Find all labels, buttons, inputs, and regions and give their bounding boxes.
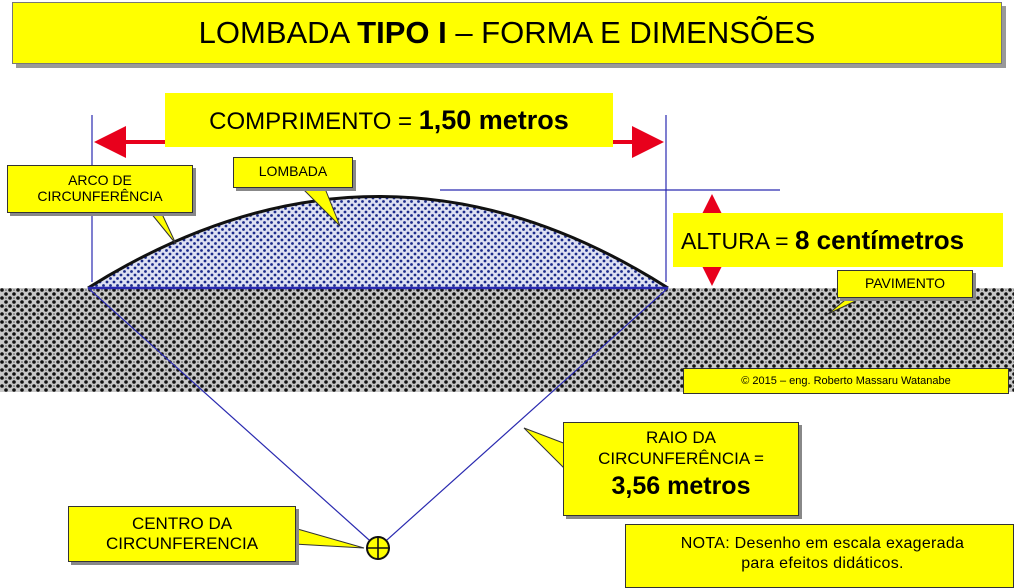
arco-leader	[148, 211, 177, 245]
title-suffix: – FORMA E DIMENSÕES	[446, 15, 816, 50]
raio-value: 3,56 metros	[611, 472, 751, 500]
raio-line1: RAIO DA	[646, 428, 716, 447]
radius-line-right	[377, 287, 669, 549]
nota-line2: para efeitos didáticos.	[741, 555, 904, 572]
arco-line1: ARCO DE	[68, 172, 132, 188]
pavimento-callout: PAVIMENTO	[837, 270, 973, 298]
lombada-callout: LOMBADA	[233, 157, 353, 188]
lombada-text: LOMBADA	[258, 163, 328, 179]
raio-leader	[523, 427, 567, 472]
bump-arc	[87, 195, 669, 290]
centro-leader	[293, 527, 365, 549]
length-label-text: COMPRIMENTO =	[209, 108, 419, 135]
pavimento-text: PAVIMENTO	[864, 275, 946, 291]
title-bold: TIPO I	[357, 15, 447, 50]
arco-line2: CIRCUNFERÊNCIA	[37, 188, 163, 204]
nota-line1: NOTA: Desenho em escala exagerada	[680, 535, 965, 552]
page-title: LOMBADA TIPO I – FORMA E DIMENSÕES	[12, 2, 1002, 64]
crosshair-circle-icon	[366, 536, 390, 560]
length-value: 1,50 metros	[418, 105, 569, 135]
copyright-note: © 2015 – eng. Roberto Massaru Watanabe	[683, 368, 1009, 394]
raio-line2: CIRCUNFERÊNCIA =	[598, 449, 764, 468]
arco-callout: ARCO DE CIRCUNFERÊNCIA	[7, 165, 193, 213]
title-prefix: LOMBADA	[198, 15, 358, 50]
length-label: COMPRIMENTO = 1,50 metros	[165, 93, 613, 147]
height-label-text: ALTURA =	[681, 228, 795, 254]
copyright-text: © 2015 – eng. Roberto Massaru Watanabe	[741, 375, 951, 387]
centro-line2: CIRCUNFERENCIA	[105, 534, 259, 553]
height-value: 8 centímetros	[794, 225, 965, 255]
nota-box: NOTA: Desenho em escala exagerada para e…	[625, 524, 1014, 588]
height-label: ALTURA = 8 centímetros	[673, 213, 1003, 267]
centro-line1: CENTRO DA	[131, 514, 233, 533]
centro-callout: CENTRO DA CIRCUNFERENCIA	[68, 506, 296, 562]
radius-callout: RAIO DA CIRCUNFERÊNCIA = 3,56 metros	[563, 422, 799, 516]
radius-line-left	[87, 287, 379, 549]
